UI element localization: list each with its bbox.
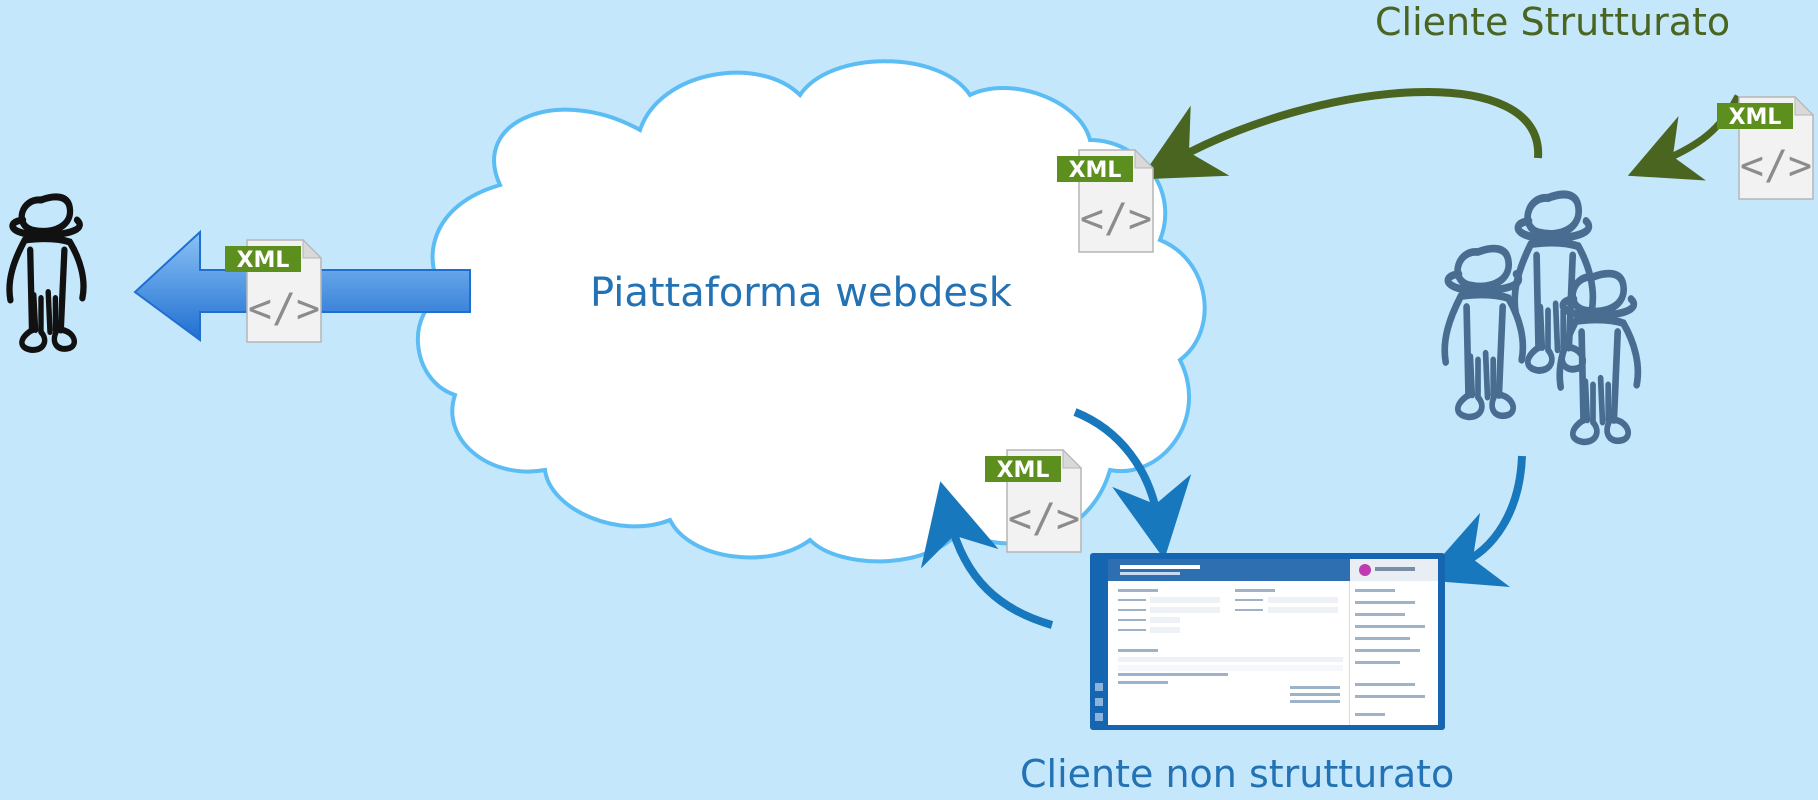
- person-group-icon: [1445, 194, 1638, 442]
- application-screenshot: [1090, 553, 1445, 730]
- structured-client-label: Cliente Strutturato: [1375, 0, 1731, 44]
- blue-flow-arrows: [920, 408, 1526, 629]
- green-flow-arrows: [1139, 88, 1742, 181]
- person-icon: [9, 197, 83, 350]
- platform-label: Piattaforma webdesk: [590, 270, 1012, 316]
- unstructured-client-label: Cliente non strutturato: [1020, 752, 1455, 796]
- platform-cloud: [415, 59, 1207, 564]
- xml-file-icon: [1716, 96, 1814, 200]
